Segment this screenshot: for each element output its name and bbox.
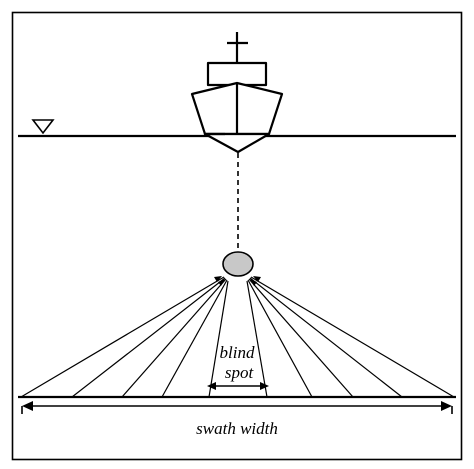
beam-line xyxy=(161,279,228,398)
blind-spot-arrow xyxy=(207,382,269,390)
water-level-icon xyxy=(31,119,55,135)
beam-line xyxy=(71,277,226,398)
beam-line xyxy=(248,278,354,398)
blind-spot-label-line1: blind xyxy=(220,343,255,362)
ship-icon xyxy=(190,32,284,154)
beam-line xyxy=(250,276,455,398)
diagram-border xyxy=(11,11,463,461)
transducer-icon xyxy=(222,251,254,277)
swath-width-label: swath width xyxy=(196,419,278,438)
beam-line xyxy=(208,280,229,398)
sonar-beams xyxy=(20,276,455,398)
beam-arrowheads xyxy=(214,276,261,286)
swath-width-arrow xyxy=(21,401,453,414)
blind-spot-label-line2: spot xyxy=(225,363,255,382)
beam-line xyxy=(246,280,268,398)
beam-line xyxy=(247,279,313,398)
beam-line xyxy=(121,278,227,398)
beam-line xyxy=(20,276,225,398)
beam-line xyxy=(249,277,403,398)
